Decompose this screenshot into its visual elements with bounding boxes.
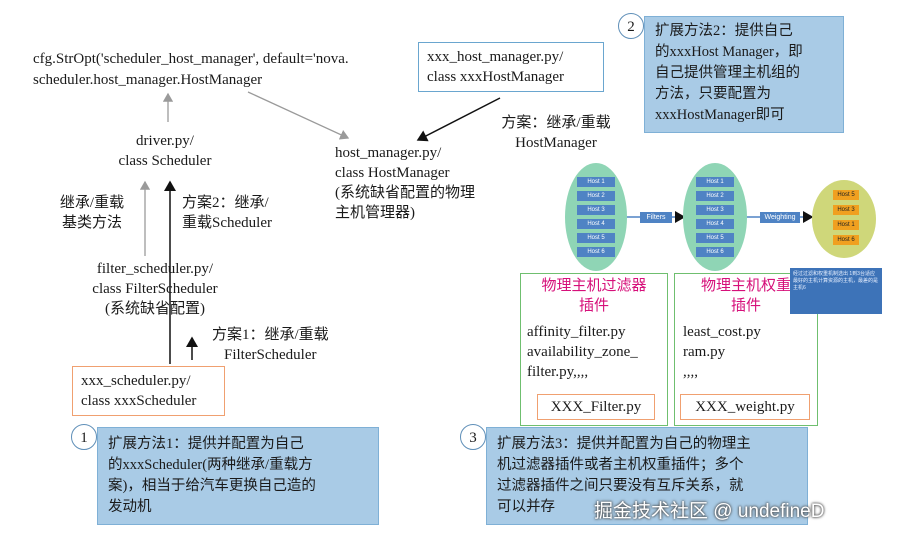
host-manager-line-4: 主机管理器) [335,205,415,221]
method2-line-4: 方法，只要配置为 [655,86,771,102]
method1-line-4: 发动机 [108,499,152,515]
driver-line-1: driver.py/ [136,133,194,149]
method2-number-badge: 2 [618,13,644,39]
inherit-base-label: 继承/重载 基类方法 [52,193,132,233]
scheme2-line-2: 重载Scheduler [182,215,272,231]
filter-file-1: affinity_filter.py [527,324,626,340]
host-manager-line-3: (系统缺省配置的物理 [335,185,475,201]
scheme2-label: 方案2：继承/ 重载Scheduler [182,193,272,233]
diagram-note: 经过过滤和权重机制选出 1到3台适应最好的主机计算资源的主机，最差的是主机6 [790,268,882,314]
host-6a: Host 6 [577,247,615,257]
filter-panel-title-2: 插件 [578,298,609,314]
method1-line-1: 扩展方法1：提供并配置为自己 [108,436,304,452]
watermark: 掘金技术社区 @ undefineD [594,501,825,522]
xxx-filter-box: XXX_Filter.py [537,394,655,420]
scheme1-label: 方案1：继承/重载 FilterScheduler [212,325,329,365]
xxx-scheduler-box: xxx_scheduler.py/ class xxxScheduler [72,366,225,416]
method1-callout: 扩展方法1：提供并配置为自己 的xxxScheduler(两种继承/重载方 案)… [97,427,379,525]
host-3b: Host 3 [696,205,734,215]
filter-file-3: filter.py,,,, [527,364,589,380]
method3-number-badge: 3 [460,424,486,450]
host-6b: Host 6 [696,247,734,257]
inherit-base-line-1: 继承/重载 [59,195,125,211]
hosts-column-3: Host 5 Host 3 Host 1 Host 6 [833,190,859,245]
filter-scheduler-line-1: filter_scheduler.py/ [96,261,214,277]
filter-scheduler-node: filter_scheduler.py/ class FilterSchedul… [70,259,240,319]
filter-file-2: availability_zone_ [527,344,638,360]
host-1c: Host 1 [833,220,859,230]
cfg-line-1: cfg.StrOpt('scheduler_host_manager', def… [33,51,349,67]
filter-panel-title-1: 物理主机过滤器 [541,278,647,294]
host-3a: Host 3 [577,205,615,215]
host-3c: Host 3 [833,205,859,215]
inherit-base-line-2: 基类方法 [61,215,122,231]
host-2a: Host 2 [577,191,615,201]
hosts-column-2: Host 1 Host 2 Host 3 Host 4 Host 5 Host … [696,177,734,257]
method3-line-3: 过滤器插件之间只要没有互斥关系，就 [497,478,744,494]
filter-scheduler-line-2: class FilterScheduler [92,281,218,297]
method3-line-2: 机过滤器插件或者主机权重插件；多个 [497,457,744,473]
host-manager-node: host_manager.py/ class HostManager (系统缺省… [335,143,475,223]
scheme1-line-1: 方案1：继承/重载 [212,327,329,343]
host-1a: Host 1 [577,177,615,187]
host-6c: Host 6 [833,235,859,245]
method2-line-1: 扩展方法2：提供自己 [655,23,793,39]
scheme-host-line-1: 方案：继承/重载 [501,115,611,131]
weight-panel-title-2: 插件 [730,298,761,314]
cfg-line-2: scheduler.host_manager.HostManager [33,72,263,88]
method3-line-4: 可以并存 [497,499,555,515]
xxx-weight-box: XXX_weight.py [680,394,810,420]
method1-line-3: 案)，相当于给汽车更换自己造的 [108,478,316,494]
method1-number-badge: 1 [71,424,97,450]
host-5b: Host 5 [696,233,734,243]
method2-line-2: 的xxxHost Manager，即 [655,44,803,60]
host-1b: Host 1 [696,177,734,187]
method3-callout: 扩展方法3：提供并配置为自己的物理主 机过滤器插件或者主机权重插件；多个 过滤器… [486,427,808,525]
host-2b: Host 2 [696,191,734,201]
method2-line-3: 自己提供管理主机组的 [655,65,800,81]
host-5a: Host 5 [577,233,615,243]
xxx-host-manager-box: xxx_host_manager.py/ class xxxHostManage… [418,42,604,92]
host-manager-line-1: host_manager.py/ [335,145,442,161]
hosts-column-1: Host 1 Host 2 Host 3 Host 4 Host 5 Host … [577,177,615,257]
host-manager-line-2: class HostManager [335,165,450,181]
xxx-scheduler-line-1: xxx_scheduler.py/ [81,373,191,389]
scheme1-line-2: FilterScheduler [224,347,317,363]
scheme-host-label: 方案：继承/重载 HostManager [486,113,626,153]
host-4a: Host 4 [577,219,615,229]
host-5c: Host 5 [833,190,859,200]
filters-step-label: Filters [640,212,672,223]
scheme2-line-1: 方案2：继承/ [182,195,269,211]
xxx-host-manager-line-1: xxx_host_manager.py/ [427,49,564,65]
weight-file-2: ram.py [683,344,726,360]
driver-line-2: class Scheduler [118,153,212,169]
method2-callout: 扩展方法2：提供自己 的xxxHost Manager，即 自己提供管理主机组的… [644,16,844,133]
weighting-step-label: Weighting [760,212,800,223]
scheme-host-line-2: HostManager [515,135,597,151]
weight-file-3: ,,,, [683,364,698,380]
xxx-scheduler-line-2: class xxxScheduler [81,393,197,409]
method1-line-2: 的xxxScheduler(两种继承/重载方 [108,457,313,473]
method2-line-5: xxxHostManager即可 [655,107,785,123]
filter-scheduler-line-3: (系统缺省配置) [105,301,205,317]
weight-file-1: least_cost.py [683,324,761,340]
weight-panel-title-1: 物理主机权重 [700,278,791,294]
method3-line-1: 扩展方法3：提供并配置为自己的物理主 [497,436,751,452]
driver-node: driver.py/ class Scheduler [90,131,240,171]
xxx-host-manager-line-2: class xxxHostManager [427,69,565,85]
host-4b: Host 4 [696,219,734,229]
